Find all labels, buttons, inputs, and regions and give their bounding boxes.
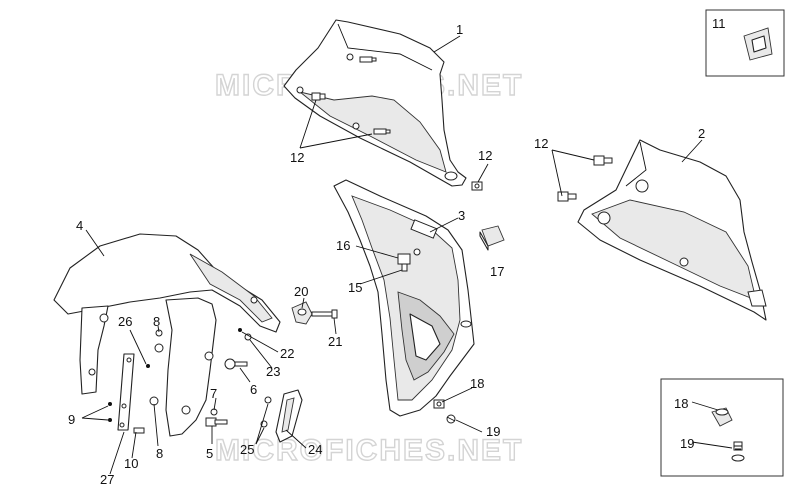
part-19-screw-inset	[731, 441, 745, 462]
part-20-clamp	[291, 301, 313, 325]
callout-18-inset: 18	[674, 396, 688, 411]
part-11-clip	[743, 27, 773, 61]
part-10-bracket	[117, 353, 135, 431]
part-18-nut-lower	[433, 399, 445, 409]
callout-18-lower: 18	[470, 376, 484, 391]
callout-8-upper: 8	[153, 314, 160, 329]
callout-5: 5	[206, 446, 213, 461]
callout-6: 6	[250, 382, 257, 397]
callout-2: 2	[698, 126, 705, 141]
callout-labels: 1 2 3 4 5 6 7 8 8 9 10 11 12 12 12 15 16…	[68, 16, 726, 487]
callout-3: 3	[458, 208, 465, 223]
leader-lines	[81, 35, 733, 475]
part-16-screw	[397, 253, 411, 272]
watermark-bottom: MICROFICHES.NET	[215, 434, 523, 467]
callout-4: 4	[76, 218, 83, 233]
part-18-nut-inset	[711, 407, 733, 427]
part-5-screw	[205, 417, 228, 427]
callout-22: 22	[280, 346, 294, 361]
part-17-block	[479, 225, 505, 251]
part-19-screw-lower	[446, 414, 456, 424]
inset-frame-11	[705, 9, 785, 77]
screws-12-side	[557, 155, 613, 202]
part-10-screw	[133, 427, 145, 434]
part-3-inner-fairing	[333, 179, 475, 417]
callout-25: 25	[240, 442, 254, 457]
parts-22-23-washers	[238, 328, 252, 341]
callout-7: 7	[210, 386, 217, 401]
screws-12-upper	[311, 56, 483, 191]
callout-11: 11	[712, 16, 726, 31]
callout-16: 16	[336, 238, 350, 253]
inset-frame-18-19	[660, 378, 784, 477]
callout-8-lower: 8	[156, 446, 163, 461]
callout-12-right: 12	[478, 148, 492, 163]
part-4-front-mudguard	[53, 233, 281, 437]
callout-21: 21	[328, 334, 342, 349]
callout-12-upper: 12	[290, 150, 304, 165]
callout-20: 20	[294, 284, 308, 299]
callout-23: 23	[266, 364, 280, 379]
callout-19-inset: 19	[680, 436, 694, 451]
part-21-bolt	[311, 309, 338, 319]
callout-19-lower: 19	[486, 424, 500, 439]
callout-9: 9	[68, 412, 75, 427]
part-25-washers	[260, 396, 272, 428]
part-2-side-fairing	[577, 139, 767, 321]
part-6-screw	[224, 358, 248, 370]
part-1-upper-fairing	[283, 19, 467, 187]
callout-12-side: 12	[534, 136, 548, 151]
callout-15: 15	[348, 280, 362, 295]
callout-10: 10	[124, 456, 138, 471]
callout-1: 1	[456, 22, 463, 37]
callout-17: 17	[490, 264, 504, 279]
callout-26: 26	[118, 314, 132, 329]
callout-27: 27	[100, 472, 114, 487]
callout-24: 24	[308, 442, 322, 457]
